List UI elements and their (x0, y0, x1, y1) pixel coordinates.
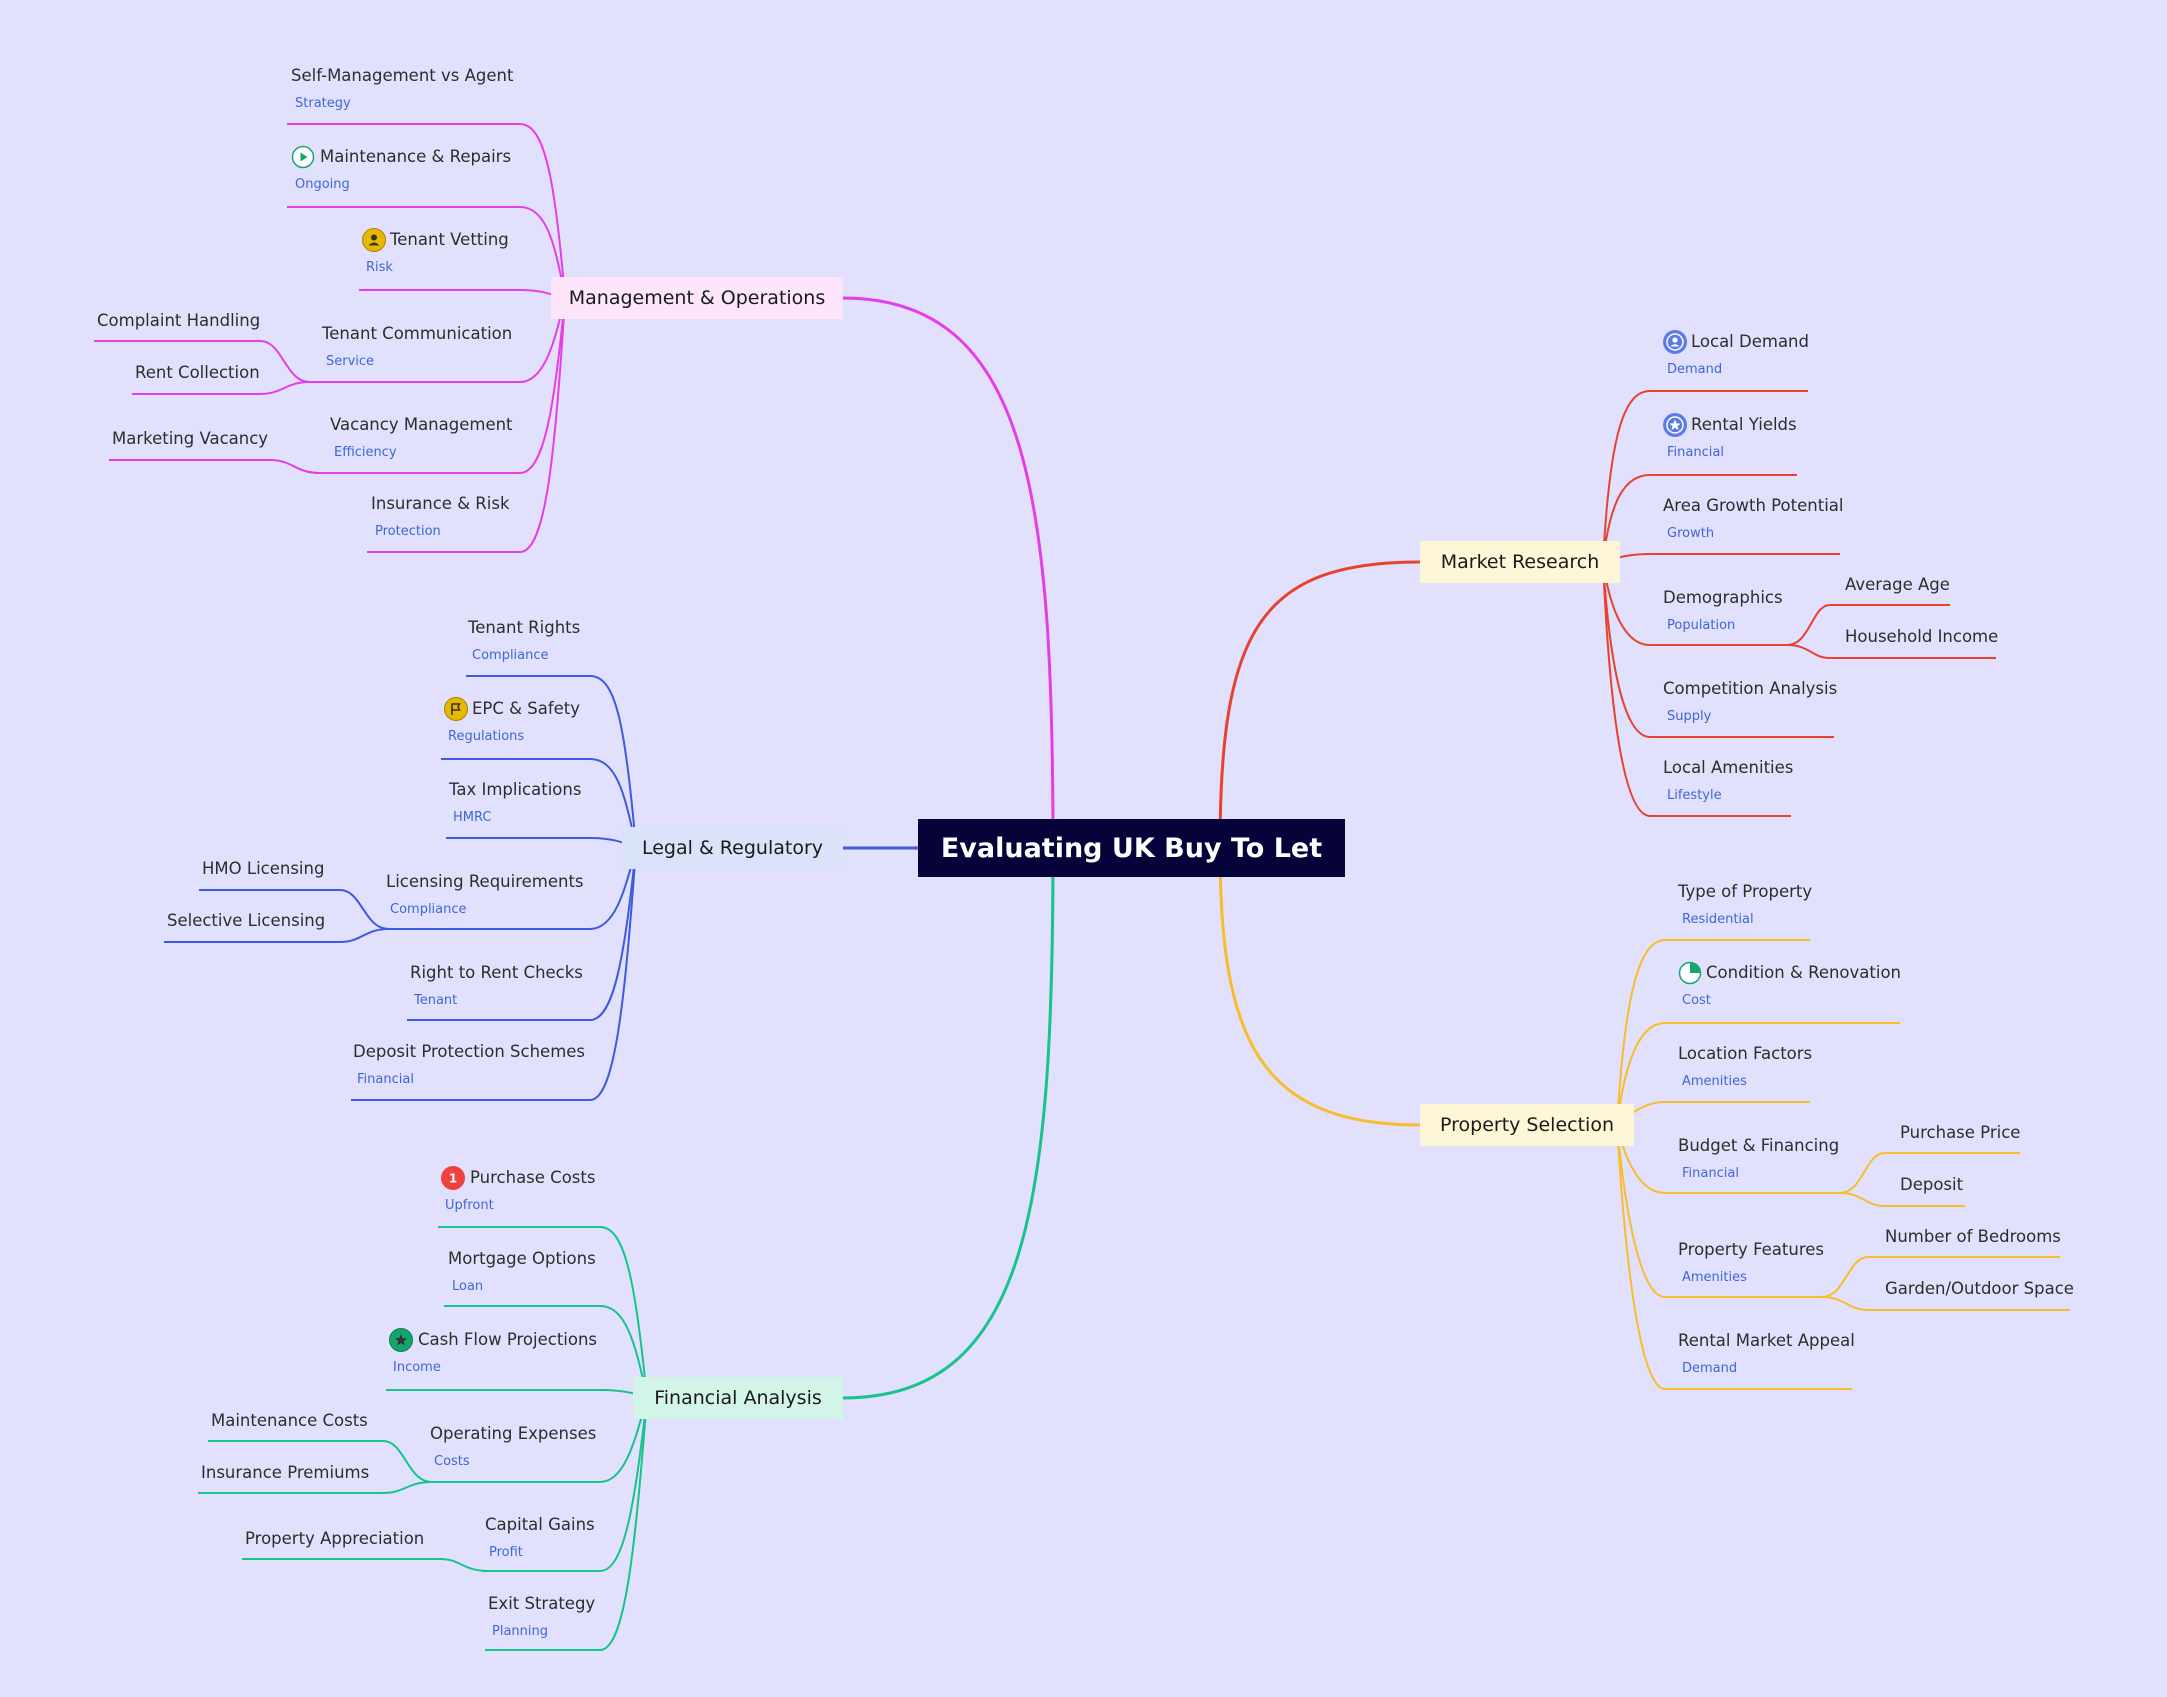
topic-demographics[interactable]: Demographics (1663, 588, 1783, 607)
topic-location-factors[interactable]: Location Factors (1678, 1044, 1813, 1063)
topic-area-growth-potential[interactable]: Area Growth Potential (1663, 496, 1844, 515)
subtopic-property-appreciation[interactable]: Property Appreciation (245, 1529, 425, 1548)
topic-self-management-vs-agent[interactable]: Self-Management vs Agent (291, 66, 514, 85)
topic-purchase-costs[interactable]: Purchase Costs (470, 1168, 596, 1187)
subtopic-hmo-licensing[interactable]: HMO Licensing (202, 859, 325, 878)
tag-amenities: Amenities (1682, 1074, 1747, 1089)
topic-epc-safety[interactable]: EPC & Safety (472, 699, 581, 718)
topic-vacancy-management[interactable]: Vacancy Management (330, 415, 513, 434)
topic-type-of-property[interactable]: Type of Property (1678, 882, 1813, 901)
svg-text:1: 1 (449, 1172, 457, 1186)
tag-strategy: Strategy (295, 96, 351, 111)
subtopic-number-of-bedrooms[interactable]: Number of Bedrooms (1885, 1227, 2061, 1246)
topic-tenant-vetting[interactable]: Tenant Vetting (390, 230, 509, 249)
tag-planning: Planning (492, 1624, 548, 1639)
topic-local-demand[interactable]: Local Demand (1691, 332, 1809, 351)
tag-compliance: Compliance (390, 902, 467, 917)
subtopic-garden-outdoor-space[interactable]: Garden/Outdoor Space (1885, 1279, 2074, 1298)
subtopic-rent-collection[interactable]: Rent Collection (135, 363, 260, 382)
flag-icon (444, 697, 468, 721)
subtopic-selective-licensing[interactable]: Selective Licensing (167, 911, 326, 930)
user-icon (362, 228, 386, 252)
tag-efficiency: Efficiency (334, 445, 397, 460)
topic-rental-market-appeal[interactable]: Rental Market Appeal (1678, 1331, 1855, 1350)
topic-property-features[interactable]: Property Features (1678, 1240, 1825, 1259)
tag-profit: Profit (489, 1545, 523, 1560)
tag-amenities: Amenities (1682, 1270, 1747, 1285)
subtopic-average-age[interactable]: Average Age (1845, 575, 1950, 594)
subtopic-deposit[interactable]: Deposit (1900, 1175, 1964, 1194)
topic-operating-expenses[interactable]: Operating Expenses (430, 1424, 597, 1443)
user-icon (1663, 330, 1687, 354)
tag-demand: Demand (1682, 1361, 1738, 1376)
tag-financial: Financial (1667, 445, 1724, 460)
branch-legal-regulatory[interactable]: Legal & Regulatory (622, 827, 843, 869)
topic-right-to-rent-checks[interactable]: Right to Rent Checks (410, 963, 583, 982)
topic-cash-flow-projections[interactable]: Cash Flow Projections (418, 1330, 598, 1349)
subtopic-insurance-premiums[interactable]: Insurance Premiums (201, 1463, 370, 1482)
root-topic[interactable]: Evaluating UK Buy To Let (918, 819, 1345, 877)
tag-tenant: Tenant (414, 993, 458, 1008)
star-icon (389, 1328, 413, 1352)
tag-lifestyle: Lifestyle (1667, 788, 1722, 803)
play-icon (291, 145, 315, 169)
branch-market-research[interactable]: Market Research (1420, 541, 1620, 583)
tag-upfront: Upfront (445, 1198, 494, 1213)
topic-budget-financing[interactable]: Budget & Financing (1678, 1136, 1840, 1155)
tag-income: Income (393, 1360, 441, 1375)
tag-residential: Residential (1682, 912, 1754, 927)
topic-tax-implications[interactable]: Tax Implications (449, 780, 582, 799)
tag-financial: Financial (357, 1072, 414, 1087)
subtopic-household-income[interactable]: Household Income (1845, 627, 1999, 646)
tag-cost: Cost (1682, 993, 1711, 1008)
tag-demand: Demand (1667, 362, 1723, 377)
tag-growth: Growth (1667, 526, 1715, 541)
subtopic-maintenance-costs[interactable]: Maintenance Costs (211, 1411, 368, 1430)
subtopic-complaint-handling[interactable]: Complaint Handling (97, 311, 261, 330)
topic-exit-strategy[interactable]: Exit Strategy (488, 1594, 596, 1613)
branch-financial-analysis[interactable]: Financial Analysis (633, 1377, 843, 1419)
tag-compliance: Compliance (472, 648, 549, 663)
pie-progress-icon (1678, 961, 1702, 985)
priority-1-icon: 1 (441, 1166, 465, 1190)
tag-protection: Protection (375, 524, 441, 539)
tag-hmrc: HMRC (453, 810, 492, 825)
tag-loan: Loan (452, 1279, 484, 1294)
tag-risk: Risk (366, 260, 393, 275)
tag-regulations: Regulations (448, 729, 525, 744)
branch-management-operations[interactable]: Management & Operations (551, 277, 843, 319)
star-icon (1663, 413, 1687, 437)
tag-financial: Financial (1682, 1166, 1739, 1181)
branch-property-selection[interactable]: Property Selection (1420, 1104, 1634, 1146)
topic-mortgage-options[interactable]: Mortgage Options (448, 1249, 596, 1268)
topic-tenant-rights[interactable]: Tenant Rights (468, 618, 581, 637)
subtopic-marketing-vacancy[interactable]: Marketing Vacancy (112, 429, 269, 448)
tag-service: Service (326, 354, 375, 369)
subtopic-purchase-price[interactable]: Purchase Price (1900, 1123, 2021, 1142)
topic-local-amenities[interactable]: Local Amenities (1663, 758, 1794, 777)
topic-rental-yields[interactable]: Rental Yields (1691, 415, 1797, 434)
topic-deposit-protection-schemes[interactable]: Deposit Protection Schemes (353, 1042, 586, 1061)
topic-maintenance-repairs[interactable]: Maintenance & Repairs (320, 147, 512, 166)
tag-supply: Supply (1667, 709, 1712, 724)
topic-insurance-risk[interactable]: Insurance & Risk (371, 494, 510, 513)
tag-costs: Costs (434, 1454, 470, 1469)
tag-population: Population (1667, 618, 1736, 633)
tag-ongoing: Ongoing (295, 177, 350, 192)
topic-capital-gains[interactable]: Capital Gains (485, 1515, 595, 1534)
topic-tenant-communication[interactable]: Tenant Communication (322, 324, 513, 343)
topic-licensing-requirements[interactable]: Licensing Requirements (386, 872, 584, 891)
topic-competition-analysis[interactable]: Competition Analysis (1663, 679, 1838, 698)
topic-condition-renovation[interactable]: Condition & Renovation (1706, 963, 1902, 982)
